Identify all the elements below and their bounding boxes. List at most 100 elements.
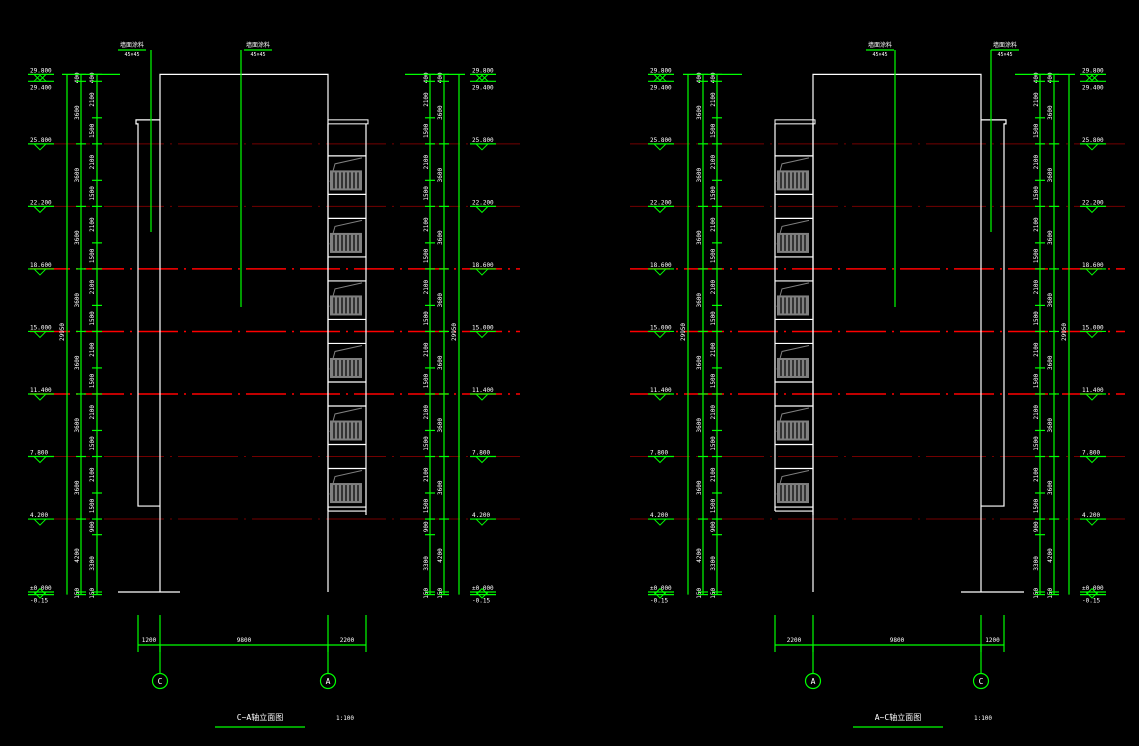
level-triangle-icon [475,518,489,526]
level-marker [470,393,496,401]
level-label: 4.200 [1082,512,1100,519]
level-triangle-icon [653,206,667,214]
level-label: 29.800 [30,67,52,74]
level-triangle-icon [1085,393,1099,401]
level-marker [1080,518,1106,526]
level-label: ±0.000 [1082,585,1104,592]
axis-label: A [811,677,816,686]
note-text: 墙面涂料 [246,41,270,49]
level-triangle-icon [33,331,47,339]
level-label: ±0.000 [472,585,494,592]
level-marker [1080,587,1106,596]
dimension-text: 2100 [89,217,96,232]
axis-bubble [319,672,337,690]
level-label: 7.800 [1082,450,1100,457]
balcony-cap [774,119,816,125]
dimension-text: 400 [437,72,444,83]
dimension-text: 1500 [710,186,717,201]
note-subtext: 45×45 [997,52,1012,58]
dimension-text: 2100 [1033,280,1040,295]
level-marker [470,205,496,214]
level-triangle-icon [653,591,667,599]
level-triangle-icon [33,143,47,151]
dimension-text: 150 [423,588,430,599]
dimension-text: 400 [1047,72,1054,83]
building-outline [159,73,329,592]
dimension-text: 3600 [696,355,703,370]
level-marker [648,330,674,339]
note-subtext: 45×45 [250,52,265,58]
dimension-text: 1500 [1033,373,1040,388]
dimension-text: 2100 [89,154,96,169]
level-label: 25.800 [30,137,52,144]
level-marker [28,143,54,151]
dimension-text: 3300 [710,556,717,571]
level-triangle-icon [653,393,667,401]
level-label: 11.400 [650,387,672,394]
dimension-text: 150 [1047,588,1054,599]
dimension-text: 1500 [710,248,717,263]
dimension-text: 1500 [710,436,717,451]
dimension-text: 3600 [696,480,703,495]
dimension-text: 3600 [437,355,444,370]
dimension-text: 400 [89,72,96,83]
dimension-text: 3300 [89,556,96,571]
dimension-text: 3600 [1047,418,1054,433]
level-triangle-icon [475,587,489,595]
dimension-text: 2100 [89,280,96,295]
dimension-text: 3600 [74,293,81,308]
axis-bubble [151,672,169,690]
level-marker [470,591,496,599]
level-marker [648,393,674,401]
dimension-text: 1500 [89,186,96,201]
level-marker [470,268,496,276]
dimension-text: 4200 [1047,548,1054,563]
axis-width-text: 1200 [142,637,157,644]
dimension-text: 2100 [1033,217,1040,232]
dimension-text: 1500 [1033,436,1040,451]
dimension-text: 400 [710,72,717,83]
level-marker [648,587,674,596]
level-marker [648,268,674,276]
dimension-text: 1500 [89,373,96,388]
axis-width-text: 9800 [890,637,905,644]
axis-bubble [804,672,822,690]
drawing-title: A~C轴立面图 [875,712,921,722]
dimension-text: 1500 [710,498,717,513]
dimension-text: 1500 [710,123,717,138]
dimension-text: 3600 [437,168,444,183]
dimension-text: 2100 [1033,467,1040,482]
level-triangle-icon [475,331,489,339]
dimension-text: 2100 [423,92,430,107]
dimension-text: 2100 [423,342,430,357]
dimension-text: 1500 [423,123,430,138]
dimension-text: 3600 [1047,168,1054,183]
dimension-text: 3600 [696,418,703,433]
axis-label: C [979,677,984,686]
dimension-text: 3600 [74,418,81,433]
dimension-text: 1500 [423,186,430,201]
level-marker [1080,455,1106,464]
dimension-text: 3600 [437,105,444,120]
dimension-text: 2100 [710,217,717,232]
level-triangle-icon [33,268,47,276]
dimension-text: 1500 [423,373,430,388]
total-height-text: 29950 [680,323,687,341]
level-triangle-icon [33,591,47,599]
level-triangle-icon [653,587,667,595]
dimension-text: 2100 [1033,405,1040,420]
axis-bubble [972,672,990,690]
dimension-text: 1500 [710,373,717,388]
dimension-text: 3600 [437,418,444,433]
level-marker [470,587,496,596]
dimension-text: 400 [696,72,703,83]
dimension-text: 2100 [89,405,96,420]
dimension-text: 1500 [423,248,430,263]
axis-width-text: 9800 [237,637,252,644]
level-triangle-icon [653,143,667,151]
level-marker [28,587,54,596]
level-triangle-icon [1085,206,1099,214]
dimension-text: 4200 [696,548,703,563]
level-label: 18.600 [1082,262,1104,269]
